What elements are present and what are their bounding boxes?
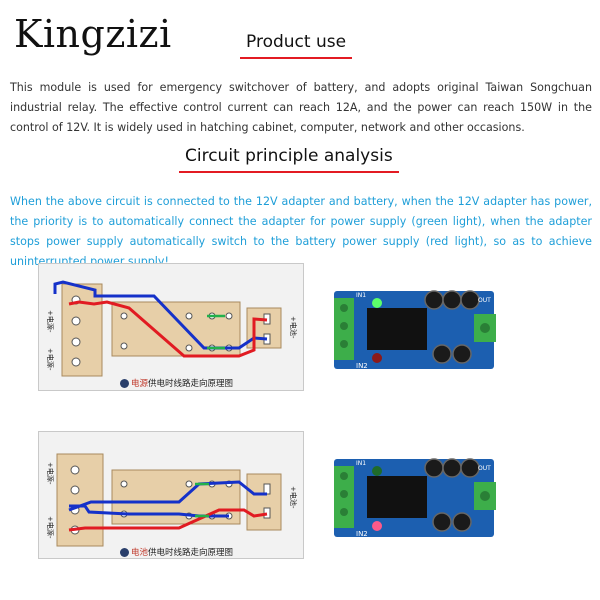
left-terminal-block (61, 283, 103, 377)
red-led-icon (372, 353, 382, 363)
caption-dot-icon (120, 548, 129, 557)
relay (367, 476, 427, 518)
adapter-diagram-caption: 电源供电时线路走向原理图 (120, 377, 233, 389)
battery-circuit-diagram: +电源- +电源- +电池- (38, 431, 304, 559)
red-led-icon (372, 521, 382, 531)
right-label: +电池- (289, 486, 298, 509)
board-label-in1: IN1 (356, 292, 366, 299)
circuit-text: When the above circuit is connected to t… (10, 195, 592, 268)
board-label-in1: IN1 (356, 460, 366, 467)
board-label-in2: IN2 (356, 362, 368, 370)
left-label-bottom: +电源- (46, 516, 55, 539)
relay (367, 308, 427, 350)
module-board-drawing: IN2 OUT IN1 (334, 458, 496, 538)
battery-circuit-drawing: +电源- +电源- +电池- (46, 453, 298, 547)
product-use-heading: Product use (240, 32, 353, 59)
caption-highlight: 电池 (131, 548, 149, 558)
heading-underline (240, 57, 353, 59)
adapter-circuit-drawing: +电源- +电源- +电池- (46, 280, 298, 377)
green-led-icon (372, 466, 382, 476)
product-use-text: This module is used for emergency switch… (10, 81, 592, 134)
circuit-heading-text: Circuit principle analysis (185, 146, 393, 166)
circuit-heading: Circuit principle analysis (179, 146, 399, 173)
caption-rest: 供电时线路走向原理图 (148, 548, 234, 558)
left-terminal-block (56, 453, 104, 547)
board-label-in2: IN2 (356, 530, 368, 538)
caption-highlight: 电源 (131, 379, 149, 389)
board-label-out: OUT (478, 465, 491, 472)
brand-logo: Kingzizi (14, 12, 172, 56)
board-label-out: OUT (478, 297, 491, 304)
heading-underline (179, 171, 399, 173)
module-photo-adapter: IN2 OUT IN1 (332, 288, 497, 373)
left-label-top: +电源- (46, 462, 55, 485)
right-label: +电池- (289, 316, 298, 339)
right-terminal-block (246, 473, 282, 531)
caption-rest: 供电时线路走向原理图 (148, 379, 234, 389)
left-label-top: +电源- (46, 310, 55, 333)
product-use-heading-text: Product use (246, 32, 347, 52)
green-led-icon (372, 298, 382, 308)
battery-diagram-caption: 电池供电时线路走向原理图 (120, 546, 233, 558)
module-board-drawing: IN2 OUT IN1 (334, 290, 496, 370)
adapter-circuit-diagram: +电源- +电源- +电池- (38, 263, 304, 391)
module-photo-battery: IN2 OUT IN1 (332, 456, 497, 541)
caption-dot-icon (120, 379, 129, 388)
left-label-bottom: +电源- (46, 348, 55, 371)
